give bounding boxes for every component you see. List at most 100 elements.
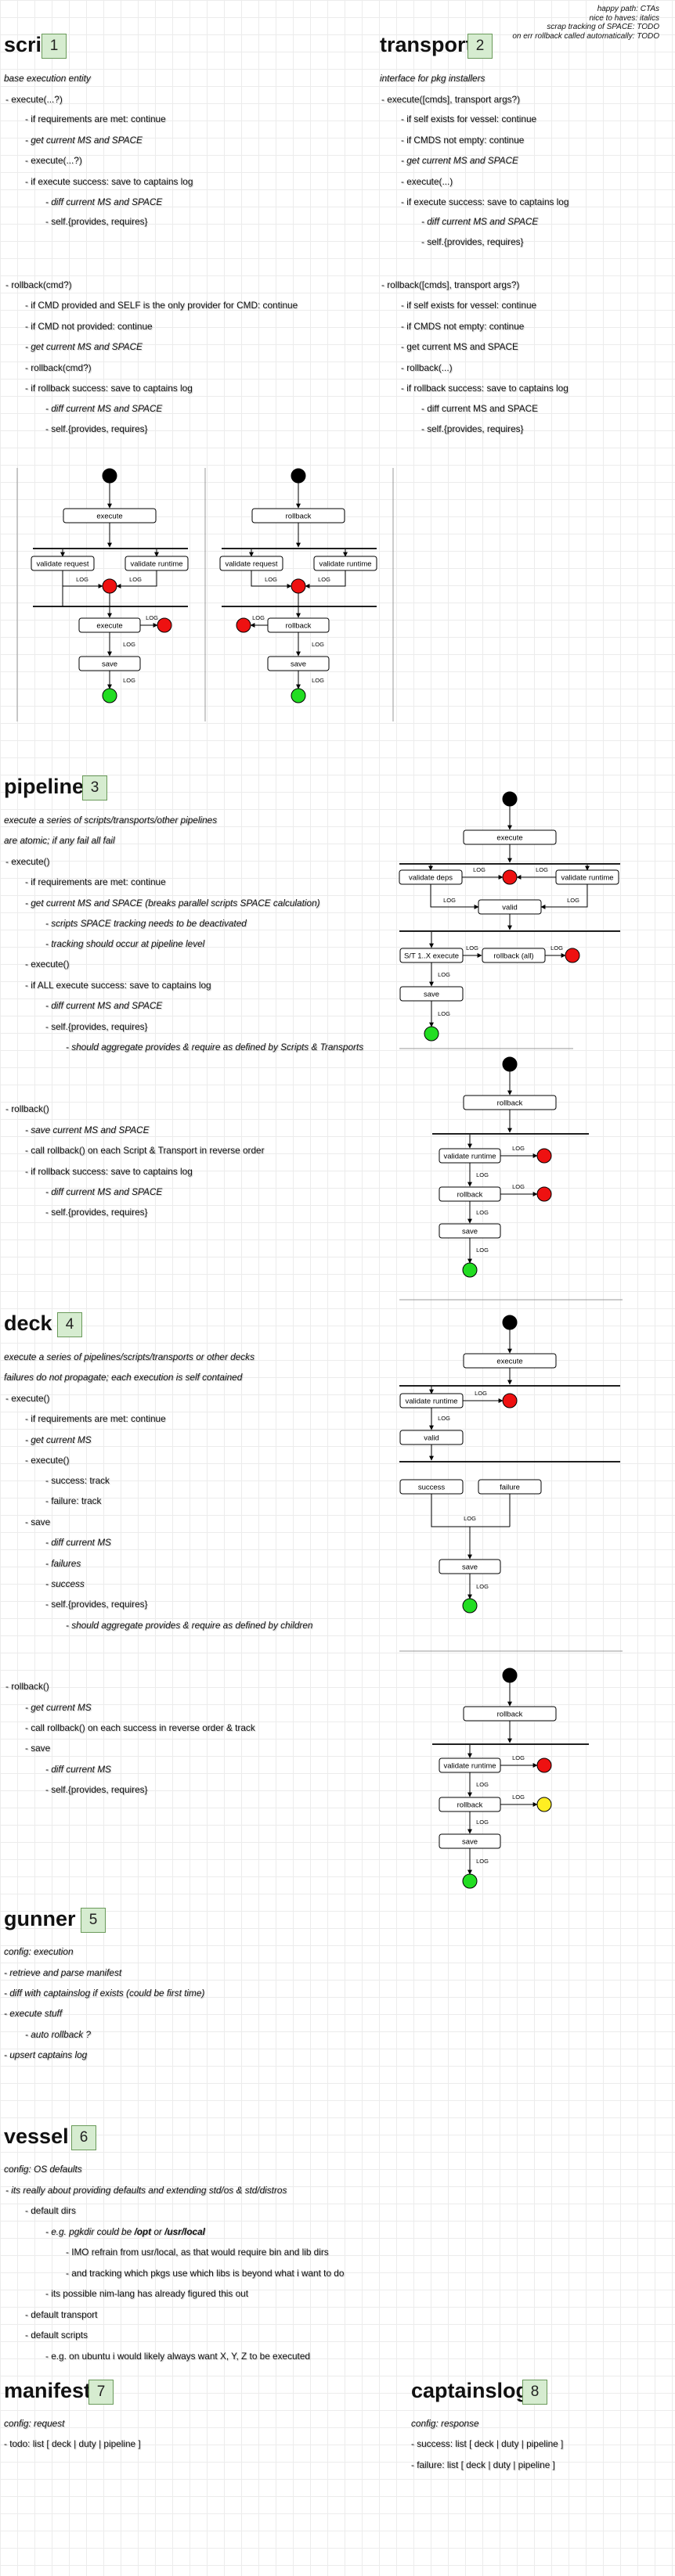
note-line: config: OS defaults xyxy=(4,2164,82,2175)
note-line: - if self exists for vessel: continue xyxy=(401,300,537,311)
flow-step-box xyxy=(439,1223,501,1239)
flow-step-label: validate runtime xyxy=(443,1762,496,1771)
flow-step-label: validate deps xyxy=(409,874,453,883)
flow-step-label: rollback xyxy=(457,1191,483,1200)
log-label: LOG xyxy=(146,614,158,621)
log-label: LOG xyxy=(475,1390,487,1397)
flow-step-box xyxy=(251,508,345,523)
flow-step-label: validate runtime xyxy=(319,560,371,569)
error-node xyxy=(157,617,172,633)
log-label: LOG xyxy=(512,1793,525,1801)
flow-step-label: validate runtime xyxy=(130,560,182,569)
legend-line: happy path: CTAs xyxy=(597,5,659,13)
note-line: - auto rollback ? xyxy=(25,2029,91,2040)
note-line: - IMO refrain from usr/local, as that wo… xyxy=(66,2247,329,2258)
flow-step-box xyxy=(399,869,463,885)
log-label: LOG xyxy=(312,641,324,648)
flow-step-label: save xyxy=(462,1838,478,1847)
section-number-badge: 5 xyxy=(81,1908,106,1933)
note-line: execute a series of scripts/transports/o… xyxy=(4,815,218,826)
end-node xyxy=(462,1262,478,1278)
note-line: - if rollback success: save to captains … xyxy=(401,383,569,394)
note-line: - todo: list [ deck | duty | pipeline ] xyxy=(4,2438,141,2449)
flow-step-box xyxy=(439,1833,501,1849)
section-title-transport: transport xyxy=(380,33,473,56)
flow-step-box xyxy=(463,1353,557,1369)
flow-step-box xyxy=(555,869,619,885)
legend-line: nice to haves: italics xyxy=(589,13,660,23)
log-label: LOG xyxy=(512,1754,525,1761)
note-line: - diff current MS and SPACE xyxy=(45,196,163,207)
log-label: LOG xyxy=(567,897,579,904)
legend-line: scrap tracking of SPACE: TODO xyxy=(547,23,659,31)
note-line: - its possible nim-lang has already figu… xyxy=(45,2288,249,2299)
note-line: - get current MS and SPACE xyxy=(401,341,518,352)
note-line: - if self exists for vessel: continue xyxy=(401,113,537,124)
flow-connector xyxy=(540,884,588,909)
flow-step-box xyxy=(439,1559,501,1574)
flow-step-box xyxy=(63,508,157,523)
flow-step-box xyxy=(439,1758,501,1773)
note-line: - scripts SPACE tracking needs to be dea… xyxy=(45,918,247,929)
section-number-badge: 3 xyxy=(82,775,107,801)
note-line: - rollback(...) xyxy=(401,362,453,373)
section-title-gunner: gunner xyxy=(4,1907,76,1930)
log-label: LOG xyxy=(536,866,548,873)
flow-step-box xyxy=(399,1393,464,1409)
log-label: LOG xyxy=(476,1171,489,1178)
note-line: - if rollback success: save to captains … xyxy=(25,383,193,394)
flow-step-box xyxy=(78,617,141,633)
flow-connector xyxy=(431,1494,510,1527)
note-line: - if CMD not provided: continue xyxy=(25,321,153,332)
log-label: LOG xyxy=(476,1583,489,1590)
note-line: - get current MS and SPACE xyxy=(25,135,143,146)
note-line: - rollback() xyxy=(5,1681,49,1692)
note-line: failures do not propagate; each executio… xyxy=(4,1372,243,1383)
note-line: - rollback(cmd?) xyxy=(5,279,72,290)
flow-step-box xyxy=(267,617,330,633)
error-node xyxy=(536,1758,552,1773)
note-line: - execute([cmds], transport args?) xyxy=(381,94,521,105)
error-node xyxy=(502,869,518,885)
flow-step-box xyxy=(399,948,464,963)
section-title-manifest: manifest xyxy=(4,2379,92,2402)
log-label: LOG xyxy=(438,971,450,978)
note-line: - self.{provides, requires} xyxy=(45,1784,148,1795)
flow-step-label: validate request xyxy=(36,560,88,569)
note-line: - call rollback() on each success in rev… xyxy=(25,1722,255,1733)
section-number-badge: 4 xyxy=(57,1312,82,1337)
note-line: - self.{provides, requires} xyxy=(45,1207,148,1218)
flow-step-label: valid xyxy=(502,904,518,912)
note-line: - rollback([cmds], transport args?) xyxy=(381,279,520,290)
end-node xyxy=(424,1026,439,1042)
note-line: - if CMD provided and SELF is the only p… xyxy=(25,300,298,311)
note-line: - save current MS and SPACE xyxy=(25,1124,150,1135)
error-node xyxy=(536,1186,552,1202)
section-title-captainslog: captainslog xyxy=(411,2379,529,2402)
note-line: - if rollback success: save to captains … xyxy=(25,1166,193,1177)
flow-step-box xyxy=(267,656,330,671)
section-number-badge: 2 xyxy=(467,34,493,59)
flow-step-box xyxy=(125,556,189,571)
note-line: - execute() xyxy=(25,1455,70,1466)
flow-connector xyxy=(116,570,157,588)
start-node xyxy=(502,791,518,807)
flow-step-label: rollback xyxy=(286,513,312,521)
flow-connector xyxy=(305,570,346,588)
note-line: - diff current MS and SPACE xyxy=(45,403,163,414)
flow-step-box xyxy=(463,1095,557,1110)
note-line: - its really about providing defaults an… xyxy=(5,2185,287,2196)
note-line: - success xyxy=(45,1578,85,1589)
note-line: - if requirements are met: continue xyxy=(25,876,166,887)
note-line: base execution entity xyxy=(4,73,91,84)
note-line: - success: list [ deck | duty | pipeline… xyxy=(411,2438,564,2449)
note-line: - get current MS xyxy=(25,1434,92,1445)
note-line: - execute() xyxy=(5,856,50,867)
section-number-badge: 1 xyxy=(42,34,67,59)
flow-connector xyxy=(251,570,292,588)
note-line: - execute(...) xyxy=(401,176,453,187)
log-label: LOG xyxy=(252,614,265,621)
log-label: LOG xyxy=(123,677,135,684)
flow-step-box xyxy=(313,556,377,571)
flow-step-label: save xyxy=(462,1563,478,1572)
